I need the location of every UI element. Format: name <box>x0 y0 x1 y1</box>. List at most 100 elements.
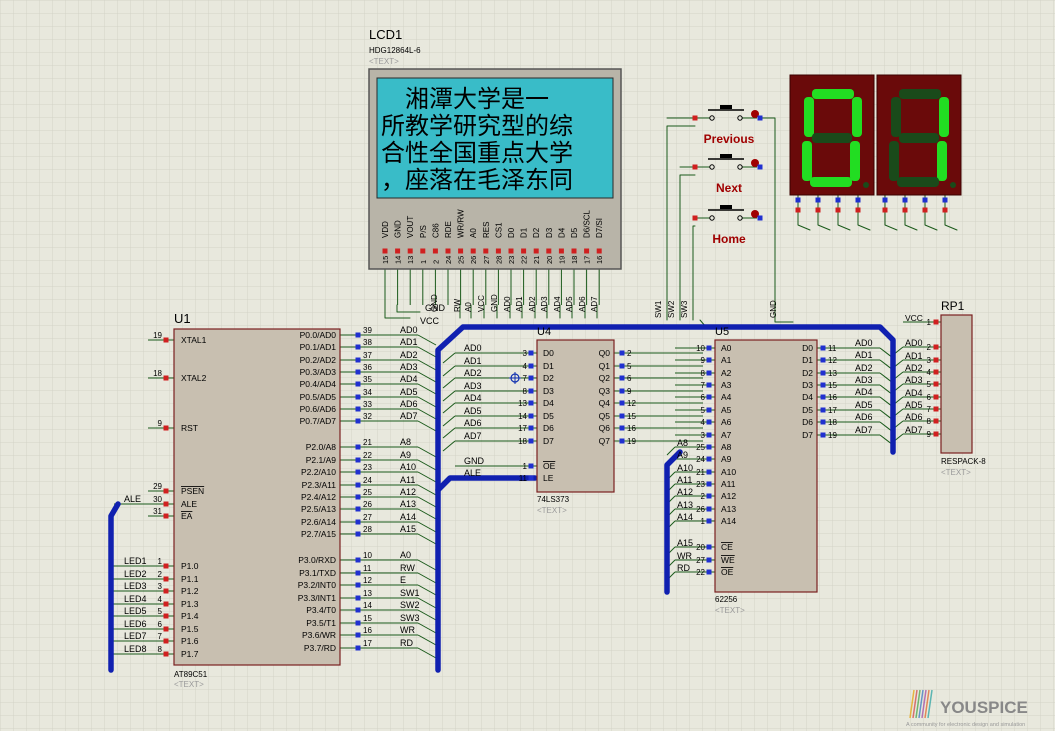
digit-pin-marker <box>942 197 948 203</box>
u1-right-net-label: AD6 <box>400 399 418 409</box>
u1-right-net-label: A8 <box>400 437 411 447</box>
lcd-pin-number: 21 <box>532 256 541 264</box>
segment <box>889 141 899 181</box>
u1-bus-entry <box>417 559 437 571</box>
lcd-net-label: GND <box>430 294 439 312</box>
u4-right-pin-name: Q5 <box>599 411 611 421</box>
u5-left-pin-name: OE <box>721 567 734 577</box>
u1-right-pin-marker <box>355 531 361 537</box>
u4-right-pin-name: Q4 <box>599 398 611 408</box>
lcd-net-label: AD7 <box>590 296 599 312</box>
lcd-pin-number: 13 <box>406 256 415 264</box>
u4-text-tag: <TEXT> <box>537 506 567 515</box>
digit-pin-wire <box>837 224 851 231</box>
u4-left-pin-marker <box>528 475 534 481</box>
u4-bus-entry <box>442 352 456 364</box>
u5-right-pin-name: D4 <box>802 392 813 402</box>
u5-right-net-label: AD3 <box>855 375 873 385</box>
u5-left-pin-marker <box>706 569 712 575</box>
u1-left-pin-number: 4 <box>158 595 163 604</box>
u1-left-pin-name: P1.3 <box>181 599 199 609</box>
u4-bus-entry <box>442 402 456 414</box>
button-previous[interactable]: Previous <box>695 105 759 146</box>
lcd-pin-marker <box>584 248 590 254</box>
u5-left-pin-name: A5 <box>721 405 732 415</box>
lcd-pin-number: 19 <box>557 256 566 264</box>
u5-right-pin-marker <box>820 432 826 438</box>
u1-right-pin-name: P2.5/A13 <box>301 504 336 514</box>
u4-left-pin-marker <box>528 438 534 444</box>
u1-right-pin-marker <box>355 482 361 488</box>
u1-right-pin-marker <box>355 570 361 576</box>
rp1-net-label: AD2 <box>905 363 923 373</box>
u1-right-pin-name: P3.6/WR <box>302 630 336 640</box>
u5-left-pin-marker <box>706 370 712 376</box>
u1-bus-entry <box>417 396 437 408</box>
u5-left-pin-marker <box>706 407 712 413</box>
u1-left-pin-marker <box>163 576 169 582</box>
u4-left-pin-name: D7 <box>543 436 554 446</box>
watermark-stroke <box>918 689 924 719</box>
u5-left-pin-name: A12 <box>721 491 736 501</box>
u1-left-pin-marker <box>163 513 169 519</box>
u1-right-pin-name: P2.0/A8 <box>306 442 337 452</box>
u1-right-pin-marker <box>355 444 361 450</box>
rp1-net-label: AD1 <box>905 351 923 361</box>
u4-right-pin-number: 6 <box>627 374 632 383</box>
buses-layer <box>108 324 896 673</box>
rp1-text-tag: <TEXT> <box>941 468 971 477</box>
u4-left-net-label: ALE <box>464 468 481 478</box>
segment <box>899 89 941 99</box>
digit-pin-marker <box>815 207 821 213</box>
u1-right-pin-name: P0.4/AD4 <box>300 379 337 389</box>
u4-bus-entry <box>442 377 456 389</box>
u1-bus-entry <box>417 647 437 659</box>
u4-left-pin-marker <box>528 375 534 381</box>
u5-left-pin-number: 6 <box>701 393 706 402</box>
u5-left-net-label: A12 <box>677 487 693 497</box>
u4-left-pin-name: OE <box>543 461 556 471</box>
u1-right-pin-number: 24 <box>363 476 372 485</box>
u4-left-net-label: AD6 <box>464 418 482 428</box>
u1-left-net-label: LED2 <box>124 569 147 579</box>
watermark-stroke <box>912 689 918 719</box>
rp1-pin-marker <box>933 369 939 375</box>
lcd-net-label: AD2 <box>528 296 537 312</box>
u1-left-pin-number: 9 <box>158 419 163 428</box>
u1-left-pin-marker <box>163 638 169 644</box>
u5-left-pin-name: WE <box>721 555 735 565</box>
u5-right-pin-marker <box>820 394 826 400</box>
u1-right-pin-name: P0.5/AD5 <box>300 392 337 402</box>
u5-left-pin-marker <box>706 456 712 462</box>
u1-bus-entry <box>417 609 437 621</box>
ale-bus-segment <box>435 475 538 493</box>
seven-segment-digit <box>789 74 875 196</box>
u1-left-pin-name: P1.7 <box>181 649 199 659</box>
lcd-net-label: AD1 <box>515 296 524 312</box>
u4-left-pin-name: D1 <box>543 361 554 371</box>
u1-bus-entry <box>417 533 437 545</box>
u5-left-pin-number: 4 <box>701 418 706 427</box>
rp1-pin-name: VCC <box>905 313 923 323</box>
button-next[interactable]: Next <box>695 154 759 195</box>
u1-right-pin-name: P0.0/AD0 <box>300 330 337 340</box>
u1-right-net-label: AD2 <box>400 350 418 360</box>
button-home[interactable]: Home <box>695 205 759 246</box>
u1-right-net-label: AD0 <box>400 325 418 335</box>
button-pin-marker <box>692 164 698 170</box>
u5-left-pin-number: 9 <box>701 356 706 365</box>
button-cap <box>720 154 732 158</box>
u1-right-net-label: A12 <box>400 487 416 497</box>
lcd-pin-name: GND <box>394 220 403 238</box>
u4-left-pin-number: 3 <box>523 349 528 358</box>
u5-left-pin-marker <box>706 557 712 563</box>
u1-bus-entry <box>417 408 437 420</box>
lcd-pin-number: 27 <box>482 256 491 264</box>
u4-right-pin-name: Q6 <box>599 423 611 433</box>
u5-right-pin-name: D6 <box>802 417 813 427</box>
u5-right-pin-marker <box>820 419 826 425</box>
u1-gnd-label: GND <box>425 303 446 313</box>
sw2-wire <box>679 174 696 321</box>
u5-left-pin-name: A8 <box>721 442 732 452</box>
u1-right-pin-number: 11 <box>363 564 372 573</box>
